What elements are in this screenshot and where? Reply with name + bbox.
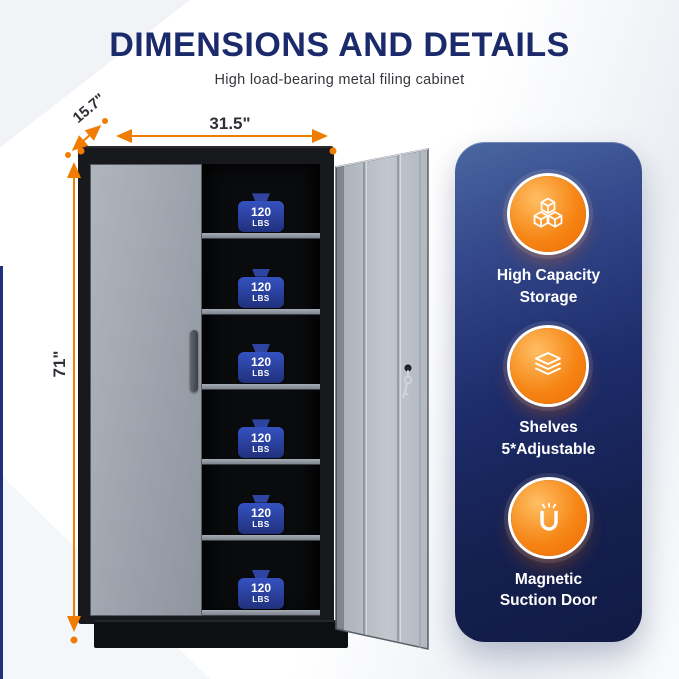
feature-label-line2: Storage [519, 288, 578, 306]
shelf-edge [202, 233, 320, 240]
load-value: 120 [250, 581, 272, 596]
weight-handle [252, 193, 270, 202]
weight-body: 120 LBS [238, 427, 284, 459]
weight-handle [252, 569, 270, 578]
shelf-compartment: 120 LBS [202, 239, 320, 315]
weight-body: 120 LBS [238, 276, 284, 308]
load-unit: LBS [252, 595, 270, 605]
load-capacity-badge: 120 LBS [238, 494, 284, 534]
load-capacity-badge: 120 LBS [238, 268, 284, 308]
load-capacity-badge: 120 LBS [238, 569, 284, 609]
weight-handle [252, 494, 270, 503]
page-title: DIMENSIONS AND DETAILS [109, 26, 570, 64]
page-subtitle: High load-bearing metal filing cabinet [214, 72, 465, 88]
weight-body: 120 LBS [238, 502, 284, 534]
load-unit: LBS [252, 218, 270, 228]
cabinet-interior: 120 LBS 120 LBS [202, 164, 320, 616]
feature-label-line1: High Capacity [496, 267, 601, 284]
weight-body: 120 LBS [238, 351, 284, 383]
load-unit: LBS [252, 444, 270, 454]
shelf-edge [202, 609, 320, 616]
cabinet-base [94, 620, 348, 648]
shelf-edge [202, 383, 320, 390]
load-capacity-badge: 120 LBS [238, 343, 284, 383]
left-edge-accent-line [0, 266, 3, 679]
cabinet-left-door [90, 164, 202, 616]
shelf-compartment: 120 LBS [202, 390, 320, 466]
load-value: 120 [250, 430, 272, 445]
shelf-edge [202, 459, 320, 466]
weight-handle [252, 268, 270, 277]
shelf-edge [202, 534, 320, 541]
load-unit: LBS [252, 369, 270, 379]
load-value: 120 [250, 280, 272, 295]
width-dimension-label: 31.5" [209, 114, 251, 133]
door-handle [190, 330, 198, 392]
load-value: 120 [250, 204, 272, 219]
magnet-icon [510, 479, 587, 556]
cabinet-illustration: 120 LBS 120 LBS [78, 146, 348, 648]
weight-handle [252, 419, 270, 428]
feature-label-line1: Shelves [519, 418, 578, 436]
shelf-edge [202, 308, 320, 315]
feature-label-line2: 5*Adjustable [501, 440, 596, 458]
load-capacity-badge: 120 LBS [238, 193, 284, 233]
shelf-compartment: 120 LBS [202, 164, 320, 240]
features-card: High Capacity Storage Shelves 5*Adjustab… [455, 142, 642, 642]
weight-body: 120 LBS [238, 577, 284, 609]
shelf-compartment: 120 LBS [202, 315, 320, 390]
cubes-icon [510, 176, 587, 252]
load-capacity-badge: 120 LBS [238, 419, 284, 459]
load-value: 120 [250, 506, 272, 521]
shelf-compartment: 120 LBS [202, 465, 320, 541]
weight-handle [252, 343, 270, 352]
weight-body: 120 LBS [238, 201, 284, 233]
layers-icon [510, 327, 587, 404]
load-unit: LBS [252, 520, 270, 530]
shelf-compartment: 120 LBS [202, 541, 320, 616]
feature-label-line2: Suction Door [499, 592, 598, 610]
feature-label-line1: Magnetic [514, 570, 583, 588]
feature-high-capacity: High Capacity Storage [497, 176, 600, 308]
load-unit: LBS [252, 294, 270, 304]
height-dimension-label: 71" [50, 350, 69, 378]
feature-magnetic-door: Magnetic Suction Door [499, 479, 598, 612]
load-value: 120 [250, 355, 272, 370]
feature-adjustable-shelves: Shelves 5*Adjustable [501, 327, 596, 460]
